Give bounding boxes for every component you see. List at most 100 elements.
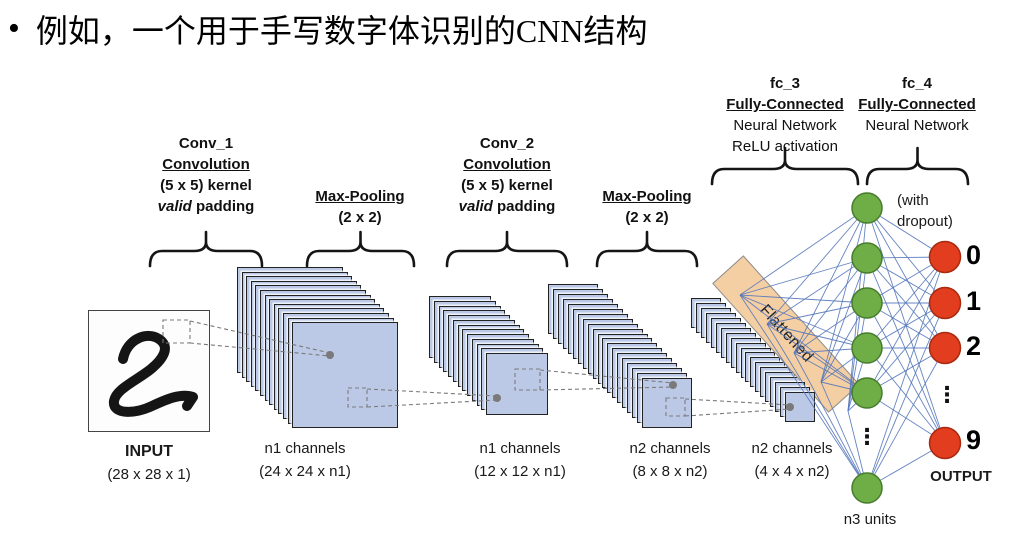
connection-line (820, 207, 868, 383)
receptive-field-line (539, 386, 674, 391)
connection-line (739, 294, 868, 304)
dropout-line2: dropout) (897, 213, 953, 230)
stack1-dims: (24 x 24 x n1) (259, 463, 351, 480)
connection-line (766, 302, 868, 325)
output-node (928, 426, 962, 460)
connection-line (866, 302, 946, 489)
connection-line (739, 294, 868, 489)
fc3-name: fc_3 (769, 75, 801, 92)
output-digit-label: 2 (966, 331, 982, 361)
connection-line (866, 207, 946, 304)
output-ellipsis: ⋮ (936, 382, 958, 407)
connection-line (739, 257, 868, 296)
fc3-annotation: fc_3 Fully-Connected Neural Network ReLU… (705, 73, 865, 157)
conv2-op: Convolution (463, 156, 551, 173)
feature-map-layer (486, 353, 548, 415)
brace (710, 146, 860, 186)
projection-dot (326, 351, 334, 359)
connection-line (866, 257, 946, 444)
pool1-size: (2 x 2) (338, 209, 382, 226)
title-bullet: • (8, 10, 20, 47)
stack2-caption: n1 channels (12 x 12 x n1) (445, 437, 595, 483)
conv2-padding: valid padding (458, 198, 556, 215)
receptive-field-line (684, 398, 791, 406)
fc4-annotation: fc_4 Fully-Connected Neural Network (837, 73, 997, 136)
stack4-dims: (4 x 4 x n2) (754, 463, 830, 480)
feature-map-layer (642, 378, 693, 429)
connection-line (847, 257, 868, 412)
input-patch-box (162, 319, 191, 344)
fc4-line3: Neural Network (865, 117, 969, 134)
projection-dot (786, 403, 794, 411)
dropout-line1: (with (897, 192, 929, 209)
brace (148, 230, 264, 268)
pool2-size: (2 x 2) (625, 209, 669, 226)
hidden-node (851, 287, 883, 319)
stack2-dims: (12 x 12 x n1) (474, 463, 566, 480)
conv1-kernel: (5 x 5) kernel (160, 177, 252, 194)
input-label: INPUT (125, 443, 173, 460)
stack1-label: n1 channels (264, 440, 346, 457)
output-digit-label: 1 (966, 286, 982, 316)
digit-2-image (109, 330, 198, 417)
connection-line (793, 257, 868, 354)
output-digit-label: 0 (966, 240, 982, 270)
hidden-units-label: n3 units (843, 511, 897, 528)
connection-line (793, 207, 868, 354)
brace (445, 230, 569, 268)
stack2-label: n1 channels (479, 440, 561, 457)
connection-line (766, 323, 868, 489)
output-label: OUTPUT (930, 468, 992, 485)
output-digit-label: 9 (966, 425, 982, 455)
stack4-caption: n2 channels (4 x 4 x n2) (717, 437, 867, 483)
conv2-name: Conv_2 (479, 135, 535, 152)
conv2-annotation: Conv_2 Convolution (5 x 5) kernel valid … (427, 133, 587, 217)
connection-line (739, 294, 868, 394)
projection-dot (669, 381, 677, 389)
stack3-label: n2 channels (629, 440, 711, 457)
conv1-padding: valid padding (157, 198, 255, 215)
conv1-annotation: Conv_1 Convolution (5 x 5) kernel valid … (126, 133, 286, 217)
connection-line (820, 257, 868, 383)
output-node (928, 286, 962, 320)
output-node (928, 240, 962, 274)
kernel-box (347, 387, 368, 408)
pool2-annotation: Max-Pooling (2 x 2) (587, 186, 707, 228)
fc3-type: Fully-Connected (726, 96, 844, 113)
input-dims: (28 x 28 x 1) (107, 466, 191, 483)
conv2-kernel: (5 x 5) kernel (461, 177, 553, 194)
output-node (928, 331, 962, 365)
hidden-node (851, 192, 883, 224)
slide-title: • 例如，一个用于手写数字体识别的CNN结构 (8, 6, 647, 52)
fc3-line3: Neural Network (733, 117, 837, 134)
stack4-label: n2 channels (751, 440, 833, 457)
brace (865, 146, 970, 186)
receptive-field-line (366, 388, 498, 397)
brace (595, 230, 699, 268)
connection-line (866, 347, 946, 489)
hidden-node (851, 332, 883, 364)
connection-line (739, 207, 868, 296)
connection-line (866, 302, 946, 394)
fc4-type: Fully-Connected (858, 96, 976, 113)
pool2-name: Max-Pooling (602, 188, 692, 205)
connection-line (820, 381, 868, 489)
fc4-name: fc_4 (901, 75, 933, 92)
projection-dot (493, 394, 501, 402)
connection-line (766, 257, 868, 325)
receptive-field-line (684, 408, 791, 417)
stack3-caption: n2 channels (8 x 8 x n2) (595, 437, 745, 483)
hidden-node (851, 472, 883, 504)
receptive-field-line (366, 399, 498, 408)
connection-line (866, 256, 946, 394)
connection-line (866, 207, 946, 349)
connection-line (766, 323, 868, 349)
connection-line (793, 352, 868, 489)
feature-map-layer (292, 322, 399, 429)
stack3-dims: (8 x 8 x n2) (632, 463, 708, 480)
conv1-op: Convolution (162, 156, 250, 173)
connection-line (866, 256, 946, 349)
hidden-ellipsis: ⋮ (856, 424, 878, 449)
